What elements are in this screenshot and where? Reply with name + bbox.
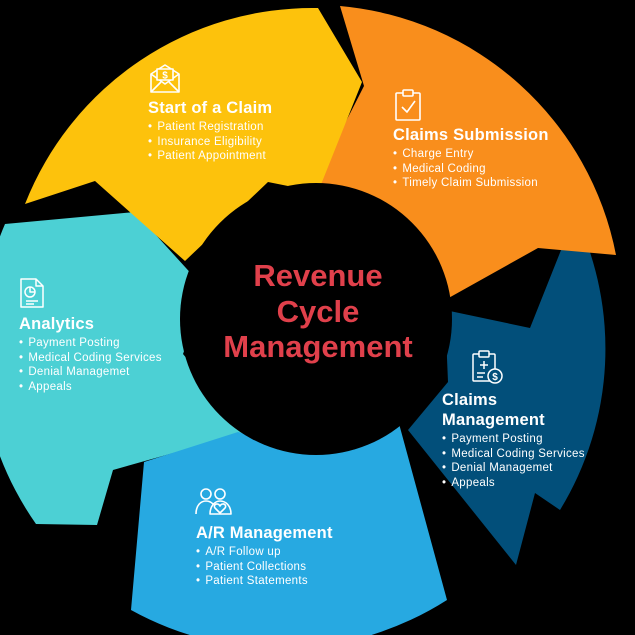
list-item: Timely Claim Submission: [393, 176, 549, 191]
clipboard-dollar-icon: $: [472, 350, 503, 384]
svg-text:$: $: [492, 372, 498, 383]
segment-title: A/R Management: [196, 524, 333, 542]
segment-title: Start of a Claim: [148, 99, 273, 117]
segment-title: Claims Management: [442, 390, 585, 430]
title-line: Management: [442, 411, 545, 429]
segment-items: Payment Posting Medical Coding Services …: [19, 336, 162, 394]
list-item: Insurance Eligibility: [148, 135, 272, 150]
segment-items: Payment Posting Medical Coding Services …: [442, 432, 585, 490]
segment-title: Claims Submission: [393, 126, 549, 144]
clipboard-check-icon: [395, 89, 421, 121]
block-ar-management: A/R Management A/R Follow up Patient Col…: [196, 523, 333, 589]
list-item: Medical Coding Services: [442, 447, 585, 462]
block-analytics: Analytics Payment Posting Medical Coding…: [19, 314, 162, 394]
list-item: Charge Entry: [393, 147, 549, 162]
segment-items: Patient Registration Insurance Eligibili…: [148, 120, 272, 164]
list-item: Patient Statements: [196, 574, 333, 589]
center-title: Revenue Cycle Management: [190, 258, 446, 365]
report-chart-icon: [20, 278, 44, 308]
svg-text:$: $: [162, 71, 168, 82]
people-heart-icon: [195, 488, 232, 515]
list-item: Payment Posting: [19, 336, 162, 351]
center-title-line: Cycle: [276, 293, 360, 329]
list-item: Medical Coding: [393, 162, 549, 177]
list-item: Denial Managemet: [442, 461, 585, 476]
title-line: Claims: [442, 391, 498, 409]
list-item: Patient Collections: [196, 560, 333, 575]
center-title-line: Management: [223, 329, 413, 364]
list-item: Denial Managemet: [19, 365, 162, 380]
list-item: Medical Coding Services: [19, 351, 162, 366]
list-item: Patient Registration: [148, 120, 272, 135]
list-item: A/R Follow up: [196, 545, 333, 560]
list-item: Payment Posting: [442, 432, 585, 447]
list-item: Patient Appointment: [148, 149, 272, 164]
block-claims-submission: Claims Submission Charge Entry Medical C…: [393, 125, 549, 191]
segment-items: Charge Entry Medical Coding Timely Claim…: [393, 147, 549, 191]
center-title-line: Revenue: [253, 258, 383, 293]
center-hub: [180, 183, 452, 455]
block-claims-management: Claims Management Payment Posting Medica…: [442, 390, 585, 490]
segment-title: Analytics: [19, 315, 95, 333]
envelope-dollar-icon: $: [150, 64, 180, 93]
block-start-of-claim: Start of a Claim Patient Registration In…: [148, 98, 272, 164]
list-item: Appeals: [442, 476, 585, 491]
segment-items: A/R Follow up Patient Collections Patien…: [196, 545, 333, 589]
list-item: Appeals: [19, 380, 162, 395]
